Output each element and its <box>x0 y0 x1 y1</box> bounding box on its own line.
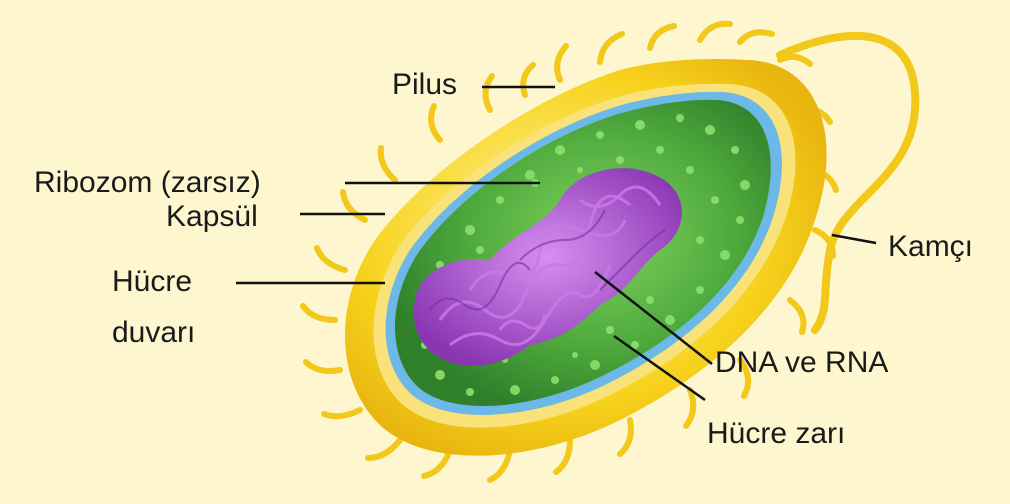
label-hucre-duvari-line1: Hücre <box>112 265 192 299</box>
label-pilus: Pilus <box>392 68 457 102</box>
label-hucre-zari: Hücre zarı <box>707 417 845 451</box>
label-kapsul: Kapsül <box>166 200 258 234</box>
label-dna-rna: DNA ve RNA <box>715 346 888 380</box>
label-ribozom: Ribozom (zarsız) <box>34 166 261 200</box>
label-kamci: Kamçı <box>888 230 973 264</box>
label-hucre-duvari-line2: duvarı <box>112 316 195 350</box>
